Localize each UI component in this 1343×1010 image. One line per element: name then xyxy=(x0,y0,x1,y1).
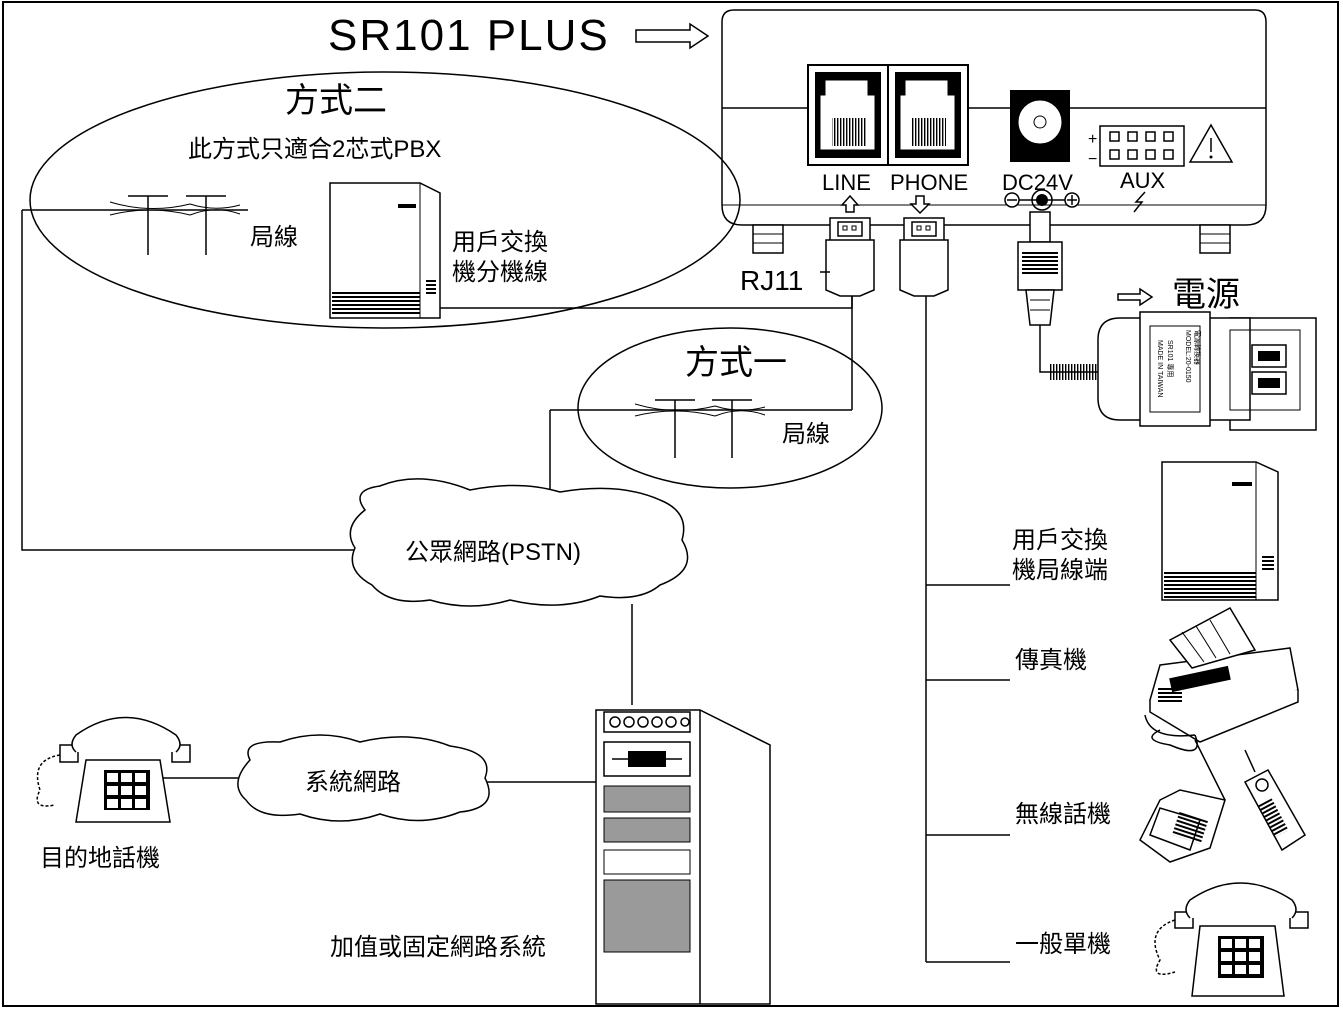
method1-line-label: 局線 xyxy=(782,421,830,448)
cordless-phone-icon xyxy=(1139,749,1307,863)
pstn-label: 公眾網路(PSTN) xyxy=(405,539,581,566)
rj11-label: RJ11 xyxy=(740,265,803,296)
destination-phone-icon xyxy=(36,716,191,823)
warning-icon xyxy=(1188,123,1234,163)
rj11-phone-plug xyxy=(899,217,949,297)
system-network-cloud xyxy=(237,734,490,822)
rj11-line-plug xyxy=(825,217,875,297)
dc-jack xyxy=(1010,90,1070,162)
aux-plus: + xyxy=(1088,131,1097,148)
aux-minus: − xyxy=(1088,151,1097,168)
fax-label: 傳真機 xyxy=(1015,647,1087,674)
system-network-label: 系統網路 xyxy=(305,769,401,796)
phone-port-label: PHONE xyxy=(890,170,968,195)
method2-ellipse xyxy=(29,71,741,329)
power-arrow-icon xyxy=(1117,287,1154,307)
destination-phone-label: 目的地話機 xyxy=(40,845,160,872)
method2-pbx xyxy=(329,182,441,319)
pbx-to-line-wire xyxy=(440,296,853,309)
cordless-label: 無線話機 xyxy=(1015,801,1111,828)
pstn-cloud xyxy=(349,478,689,607)
method2-pbx-label-2: 機分機線 xyxy=(452,259,548,286)
server-label: 加值或固定網路系統 xyxy=(330,934,546,961)
fax-cord xyxy=(1194,739,1226,801)
power-adapter: 電源轉換器 MODEL:20-0150 SR101 專用 MADE IN TAI… xyxy=(1097,311,1317,431)
method2-to-pstn-wire xyxy=(21,210,355,551)
line-jack xyxy=(807,64,889,166)
pbx-trunk-device xyxy=(1161,461,1279,601)
adapter-text-3: SR101 專用 xyxy=(1166,340,1175,377)
adapter-text-1: 電源轉換器 xyxy=(1193,330,1202,365)
polarity-icon xyxy=(1004,189,1080,211)
pbx-trunk-label-2: 機局線端 xyxy=(1012,557,1108,584)
method2-subtitle: 此方式只適合2芯式PBX xyxy=(188,136,441,163)
method2-utility-poles xyxy=(22,195,248,255)
single-phone-label: 一般單機 xyxy=(1015,931,1111,958)
power-label: 電源 xyxy=(1172,276,1240,314)
pbx-trunk-label-1: 用戶交換 xyxy=(1012,527,1108,554)
method2-line-label: 局線 xyxy=(250,224,298,251)
method2-title: 方式二 xyxy=(285,82,387,120)
aux-port-label: AUX xyxy=(1120,168,1166,193)
method1-utility-poles xyxy=(550,296,853,458)
line-port-label: LINE xyxy=(822,170,871,195)
device-title: SR101 PLUS xyxy=(328,11,610,60)
adapter-text-4: MADE IN TAIWAN xyxy=(1156,340,1163,397)
method1-title: 方式一 xyxy=(685,344,787,382)
fax-icon xyxy=(1144,607,1299,752)
method1-ellipse xyxy=(577,327,883,489)
dc-plug xyxy=(1017,211,1100,380)
right-arrow-icon xyxy=(635,22,710,50)
down-arrow-icon xyxy=(909,195,931,215)
adapter-text-2: MODEL:20-0150 xyxy=(1184,330,1191,383)
phone-jack xyxy=(887,64,969,166)
aux-terminal: + − xyxy=(1088,125,1185,168)
sr101-device xyxy=(721,9,1267,254)
up-arrow-icon xyxy=(840,194,860,213)
single-phone-icon xyxy=(1154,882,1309,997)
network-server xyxy=(595,709,771,1005)
lightning-icon xyxy=(1133,191,1146,213)
method2-pbx-label-1: 用戶交換 xyxy=(452,229,548,256)
